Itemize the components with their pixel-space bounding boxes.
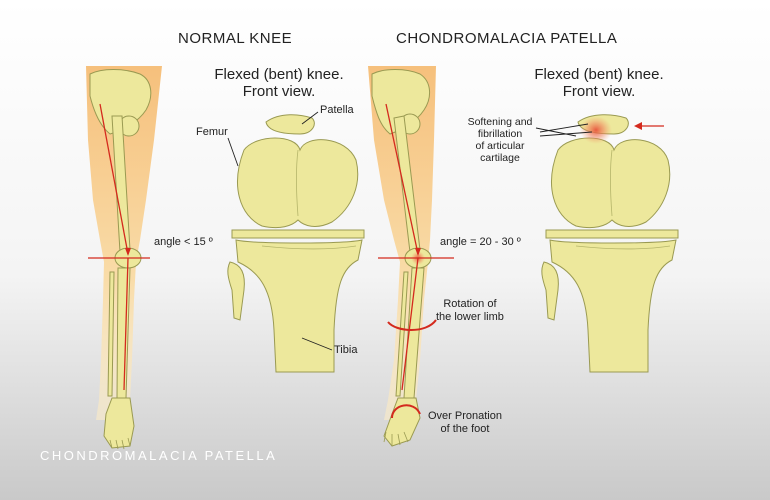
normal-leaders (227, 111, 333, 351)
condition-fibula (541, 261, 559, 321)
heading-chondromalacia: CHONDROMALACIA PATELLA (396, 30, 618, 47)
rotation-label: Rotation of the lower limb (436, 298, 504, 323)
normal-patella (265, 114, 315, 135)
condition-angle-label: angle = 20 - 30 º (440, 236, 521, 248)
normal-axis (88, 103, 150, 391)
pronation-arc (391, 404, 421, 419)
condition-foot (383, 397, 421, 447)
cartilage-label: Softening and fibrillation of articular … (467, 116, 533, 164)
cartilage-damage-highlight (580, 116, 612, 144)
condition-axis (378, 103, 454, 391)
condition-view-title: Flexed (bent) knee. Front view. (534, 66, 664, 100)
condition-tibia-plateau (549, 239, 677, 373)
bottom-caption: CHONDROMALACIA PATELLA (40, 448, 278, 463)
pronation-label: Over Pronation of the foot (428, 410, 502, 435)
normal-fibula (227, 261, 245, 321)
femur-label: Femur (196, 126, 228, 138)
normal-knee-front (227, 114, 365, 373)
condition-fibula-shaft (395, 271, 409, 397)
normal-foot (103, 397, 135, 449)
condition-knee-front (541, 114, 679, 373)
cartilage-pointer-arrow (634, 122, 664, 130)
normal-view-title: Flexed (bent) knee. Front view. (214, 66, 344, 100)
patella-label: Patella (320, 104, 354, 116)
normal-fibula-shaft (107, 271, 115, 397)
condition-meniscus (545, 229, 679, 239)
tibia-label: Tibia (334, 344, 358, 356)
heading-normal-knee: NORMAL KNEE (178, 30, 293, 47)
normal-tibia-plateau (235, 239, 363, 373)
condition-leaders (535, 123, 593, 137)
condition-leg (368, 66, 454, 447)
rotation-arc (387, 319, 437, 331)
normal-leg (86, 66, 162, 450)
normal-meniscus (231, 229, 365, 239)
normal-femur-condyles (237, 137, 359, 229)
normal-angle-label: angle < 15 º (154, 236, 213, 248)
